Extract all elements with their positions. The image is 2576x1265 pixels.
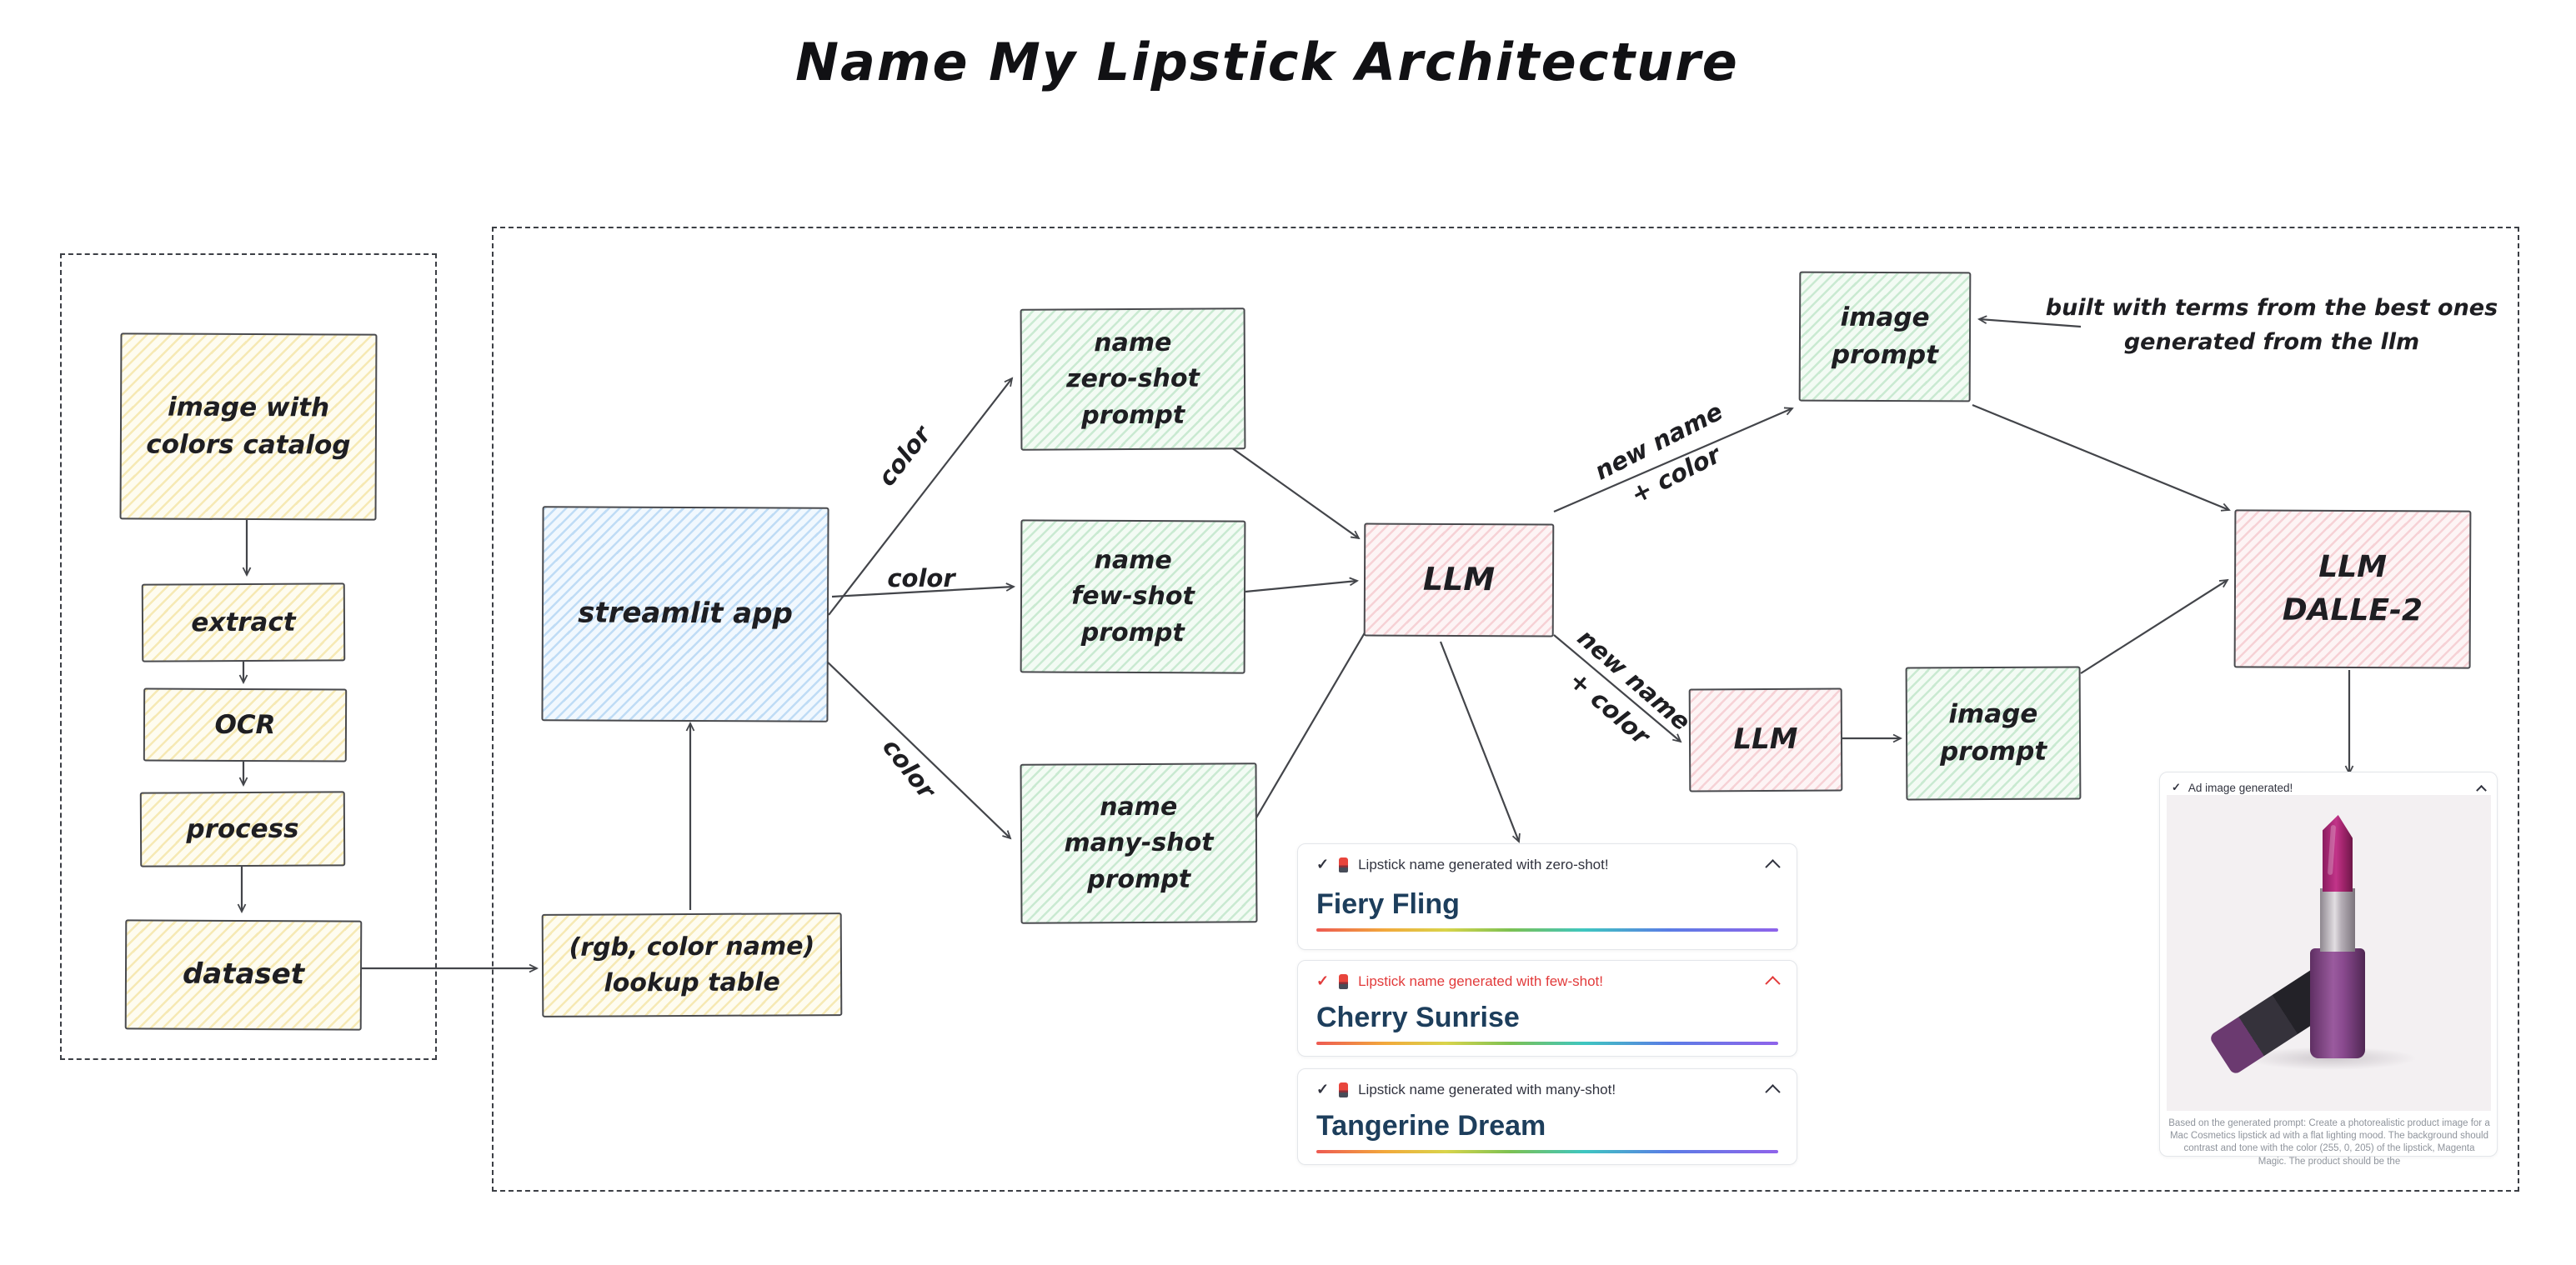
node-zero-shot-prompt[interactable]: name zero-shot prompt <box>1020 308 1246 451</box>
ad-image-caption: Based on the generated prompt: Create a … <box>2168 1118 2490 1167</box>
result-card-zero-shot[interactable]: ✓ Lipstick name generated with zero-shot… <box>1297 843 1797 950</box>
chevron-up-icon[interactable] <box>1765 976 1781 992</box>
result-card-header: Lipstick name generated with few-shot! <box>1358 972 1603 989</box>
check-icon: ✓ <box>1316 856 1330 872</box>
data-pipeline-group-frame[interactable] <box>60 253 437 1060</box>
edge-label-color-few[interactable]: color <box>887 564 955 592</box>
chevron-up-icon[interactable] <box>1765 859 1781 875</box>
app-group-frame[interactable] <box>492 227 2519 1192</box>
node-llm-main[interactable]: LLM <box>1363 522 1555 638</box>
node-llm-dalle2[interactable]: LLM DALLE-2 <box>2233 509 2472 669</box>
lipstick-name: Tangerine Dream <box>1316 1110 1546 1142</box>
check-icon: ✓ <box>2172 781 2181 793</box>
lipstick-band <box>2320 888 2355 952</box>
lipstick-tube <box>2310 948 2365 1058</box>
rainbow-divider <box>1316 1042 1778 1045</box>
lipstick-bullet <box>2323 815 2353 892</box>
node-streamlit-app[interactable]: streamlit app <box>541 506 829 722</box>
result-card-many-shot[interactable]: ✓ Lipstick name generated with many-shot… <box>1297 1068 1797 1165</box>
node-dataset[interactable]: dataset <box>124 919 363 1031</box>
node-ocr[interactable]: OCR <box>143 688 348 762</box>
node-image-prompt-bottom[interactable]: image prompt <box>1905 666 2082 801</box>
lipstick-name: Fiery Fling <box>1316 888 1460 920</box>
ad-image-card[interactable]: ✓ Ad image generated! Based on the gener… <box>2159 772 2498 1167</box>
lipstick-icon <box>1339 857 1349 872</box>
chevron-up-icon[interactable] <box>2476 784 2487 796</box>
lipstick-name: Cherry Sunrise <box>1316 1002 1520 1033</box>
chevron-up-icon[interactable] <box>1765 1084 1781 1100</box>
rainbow-divider <box>1316 928 1778 932</box>
node-few-shot-prompt[interactable]: name few-shot prompt <box>1020 519 1246 674</box>
node-image-colors-catalog[interactable]: image with colors catalog <box>119 332 378 521</box>
lipstick-icon <box>1339 973 1349 989</box>
node-image-prompt-top[interactable]: image prompt <box>1798 271 1972 402</box>
result-card-header: Lipstick name generated with many-shot! <box>1358 1081 1616 1098</box>
node-extract[interactable]: extract <box>141 582 346 662</box>
rainbow-divider <box>1316 1150 1778 1153</box>
node-process[interactable]: process <box>139 791 346 868</box>
node-lookup-table[interactable]: (rgb, color name) lookup table <box>541 912 843 1018</box>
diagram-title[interactable]: Name My Lipstick Architecture <box>795 32 1739 92</box>
check-icon: ✓ <box>1316 1081 1330 1098</box>
result-card-header: Lipstick name generated with zero-shot! <box>1358 856 1609 872</box>
result-card-few-shot[interactable]: ✓ Lipstick name generated with few-shot!… <box>1297 960 1797 1057</box>
annotation-built-with-terms[interactable]: built with terms from the best ones gene… <box>2045 295 2498 355</box>
lipstick-product-photo <box>2167 795 2491 1111</box>
node-many-shot-prompt[interactable]: name many-shot prompt <box>1020 762 1258 924</box>
check-icon: ✓ <box>1316 972 1330 989</box>
ad-image-card-header: Ad image generated! <box>2188 781 2293 794</box>
lipstick-icon <box>1339 1082 1349 1098</box>
